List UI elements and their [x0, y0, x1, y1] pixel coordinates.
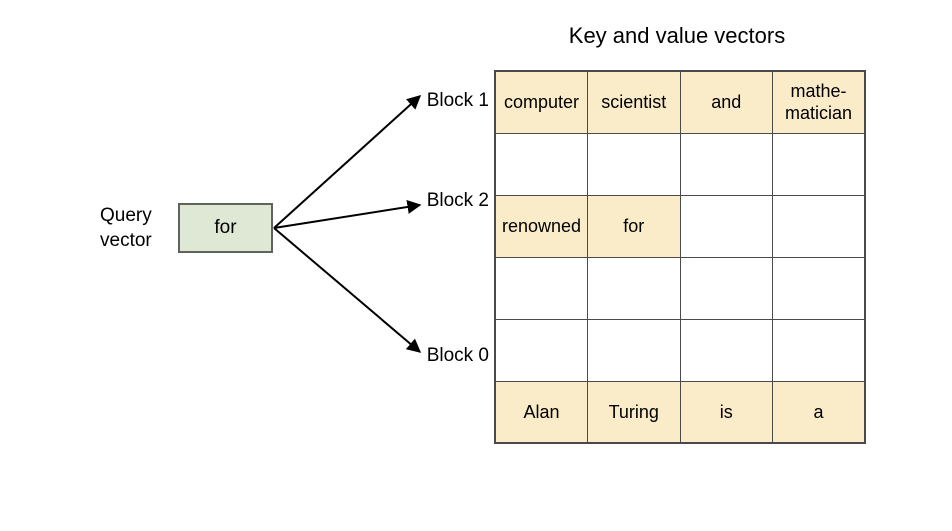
arrow-to-block-2 [273, 200, 422, 229]
table-cell [587, 256, 681, 320]
key-value-vectors-table-body: computer scientist and mathe-matician renown… [494, 70, 866, 444]
table-cell [772, 132, 866, 196]
table-cell [679, 256, 773, 320]
table-cell: and [679, 70, 773, 134]
table-cell-text: for [623, 216, 645, 236]
table-row: Alan Turing is a [494, 380, 866, 444]
table-cell [494, 256, 588, 320]
key-value-vectors-table: computer scientist and mathe-matician renown… [494, 70, 866, 444]
table-cell [679, 132, 773, 196]
table-row: renowned for [494, 194, 866, 258]
table-row [494, 132, 866, 196]
arrow-group [273, 95, 422, 353]
table-cell-text: is [719, 401, 733, 422]
table-cell-text: a [813, 401, 824, 422]
table-cell-text: renowned [501, 216, 582, 236]
page-title: Key and value vectors [568, 23, 786, 48]
table-cell: is [679, 380, 773, 444]
table-cell-text: scientist [601, 92, 667, 113]
table-cell: Turing [587, 380, 681, 444]
table-cell [679, 318, 773, 382]
query-vector-label: Query vector [100, 203, 172, 253]
arrow-to-block-0 [273, 227, 422, 353]
block-label-0: Block 0 [426, 345, 489, 366]
table-cell [587, 132, 681, 196]
table-cell [587, 318, 681, 382]
table-cell [494, 132, 588, 196]
table-cell [679, 194, 773, 258]
table-cell: computer [494, 70, 588, 134]
query-vector-label-line1: Query [100, 205, 152, 226]
table-cell-text: matician [784, 103, 853, 124]
table-row [494, 318, 866, 382]
query-vector-token: for [214, 217, 237, 238]
table-cell: Alan [494, 380, 588, 444]
table-cell-text: computer [503, 92, 580, 113]
table-cell: for [587, 194, 681, 258]
table-cell [772, 318, 866, 382]
table-cell-text: and [711, 92, 742, 113]
table-cell-text: Turing [608, 401, 659, 422]
query-vector-label-line2: vector [100, 230, 152, 251]
query-vector-box: for [178, 203, 273, 253]
table-cell-text: mathe- [790, 81, 847, 102]
arrow-to-block-1 [273, 95, 422, 229]
table-cell: scientist [587, 70, 681, 134]
table-cell [772, 256, 866, 320]
table-cell [494, 318, 588, 382]
table-cell-text: Alan [523, 401, 560, 422]
table-cell: mathe-matician [772, 70, 866, 134]
block-label-2: Block 2 [426, 190, 489, 211]
block-label-1: Block 1 [426, 90, 489, 111]
table-cell: a [772, 380, 866, 444]
table-cell [772, 194, 866, 258]
table-row: computer scientist and mathe-matician [494, 70, 866, 134]
table-row [494, 256, 866, 320]
table-cell: renowned [494, 194, 588, 258]
